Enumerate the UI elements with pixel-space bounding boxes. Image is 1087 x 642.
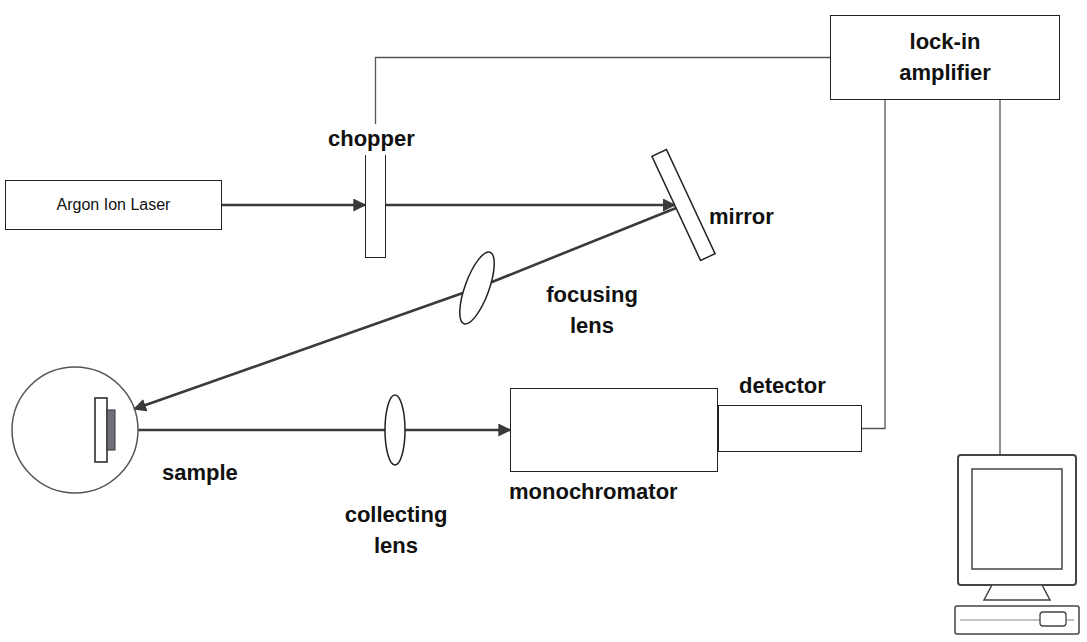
lens-shape: [453, 248, 502, 328]
keyboard: [955, 606, 1079, 634]
monitor-screen: [972, 469, 1062, 569]
sample-holder: [95, 398, 107, 462]
sample-stage-outline: [10, 365, 140, 495]
signal-wire: [862, 100, 885, 429]
stage-circle: [12, 367, 138, 493]
collecting-lens-outline: [383, 394, 407, 466]
chopper-blade: chopper: [365, 152, 386, 258]
lens-shape: [385, 395, 405, 465]
mirror-plate: mirror: [652, 150, 715, 260]
light-beam: [222, 204, 365, 207]
collecting-lens: collecting lens: [383, 394, 407, 466]
computer-icon: [955, 455, 1079, 634]
mirror-shape: [652, 150, 715, 261]
monochromator-box: monochromator: [510, 388, 718, 472]
part-label: detector: [737, 371, 828, 402]
drive-slot: [1040, 612, 1066, 626]
part-label: focusing lens: [536, 280, 648, 342]
mirror-plate-outline: [652, 150, 715, 260]
monitor-frame: [958, 455, 1076, 585]
light-beam: [405, 429, 510, 432]
sample-plate: [107, 410, 115, 450]
part-label: sample: [160, 458, 240, 489]
lock-in-amplifier-box: lock-in amplifier: [830, 15, 1060, 100]
part-label: chopper: [326, 124, 417, 155]
signal-wire: [376, 58, 831, 153]
detector-box: detector: [718, 405, 862, 452]
light-beam: [138, 429, 385, 432]
part-label: mirror: [707, 202, 776, 233]
signal-wire: [999, 100, 1000, 455]
focusing-lens-outline: [456, 250, 498, 326]
light-beam: [386, 204, 675, 207]
light-beam: [134, 293, 463, 409]
focusing-lens: focusing lens: [456, 250, 498, 326]
box-label: lock-in amplifier: [880, 27, 1010, 89]
part-label: collecting lens: [338, 500, 454, 562]
part-label: monochromator: [507, 477, 680, 508]
laser-box: Argon Ion Laser: [5, 180, 222, 230]
light-beam: [491, 208, 676, 282]
box-label: Argon Ion Laser: [57, 194, 171, 216]
sample-stage: sample: [10, 365, 140, 495]
monitor-stand: [984, 585, 1050, 600]
